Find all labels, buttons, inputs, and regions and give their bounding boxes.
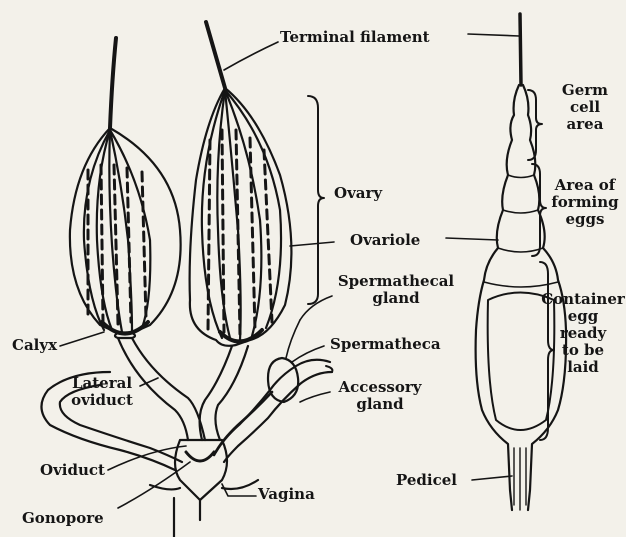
pedicel-label: Pedicel (396, 472, 457, 489)
ovariole-constriction-2 (503, 210, 538, 213)
ovariole-constriction-3 (498, 248, 543, 252)
calyx-label: Calyx (12, 337, 57, 354)
forming-eggs-label-line1: Area of (546, 177, 624, 194)
germ-cell-area-label-line3: area (546, 116, 624, 133)
terminal-filament-leader-left (224, 42, 278, 70)
germ-cell-area-label-line1: Germ (546, 82, 624, 99)
ovary-label: Ovary (334, 185, 382, 202)
container-label: Container egg ready to be laid (540, 291, 626, 376)
spermatheca-capsule (268, 358, 298, 402)
spermathecal-gland-duct (286, 320, 300, 358)
vagina-body (175, 440, 227, 500)
right-terminal-filament (206, 22, 225, 88)
right-lateral-oviduct-inner (215, 346, 248, 440)
left-ovary (70, 38, 181, 338)
forming-eggs-label: Area of forming eggs (546, 177, 624, 228)
gonopore-leader (118, 462, 190, 508)
ovariole-constriction-1 (508, 175, 534, 178)
right-accessory-gland-outer (224, 372, 332, 462)
ovariole-single-leader (446, 238, 498, 240)
container-label-line4: to be (540, 342, 626, 359)
vagina-label: Vagina (258, 486, 315, 503)
pedicel-stripes (514, 448, 526, 510)
container-label-line5: laid (540, 359, 626, 376)
right-ovary (190, 22, 292, 346)
left-terminal-filament (110, 38, 116, 128)
right-ovariole (225, 90, 261, 336)
ovariole-label: Ovariole (350, 232, 420, 249)
vertical-stem (174, 498, 200, 537)
spermatheca-label: Spermatheca (330, 336, 441, 353)
gonopore-label: Gonopore (22, 510, 104, 527)
ovariole-constriction-4 (484, 282, 558, 287)
genital-plate (150, 480, 258, 489)
vagina-leader (222, 484, 256, 496)
germ-cell-area-label-line2: cell (546, 99, 624, 116)
ovariole-outline-left (476, 85, 519, 510)
lateral-oviduct-label-line2: oviduct (60, 392, 144, 409)
accessory-gland-label: Accessory gland (332, 379, 428, 413)
container-label-line3: ready (540, 325, 626, 342)
gonopore-slit (186, 452, 214, 461)
right-accessory-gland (216, 360, 330, 452)
container-label-line2: egg (540, 308, 626, 325)
accessory-gland-leader (300, 392, 330, 402)
forming-eggs-label-line3: eggs (546, 211, 624, 228)
germ-cell-area-label: Germ cell area (546, 82, 624, 133)
ovariole-filament (520, 14, 521, 85)
accessory-gland-label-line2: gland (332, 396, 428, 413)
terminal-filament-leader-right (468, 34, 519, 36)
spermathecal-gland-label-line2: gland (332, 290, 460, 307)
spermathecal-gland-label-line1: Spermathecal (332, 273, 460, 290)
lateral-oviduct-label-line1: Lateral (60, 375, 144, 392)
container-label-line1: Container (540, 291, 626, 308)
lateral-oviduct-label: Lateral oviduct (60, 375, 144, 409)
terminal-filament-label: Terminal filament (280, 29, 430, 46)
accessory-gland-label-line1: Accessory (332, 379, 428, 396)
forming-eggs-label-line2: forming (546, 194, 624, 211)
ovary-bracket (308, 96, 324, 304)
spermathecal-gland-label: Spermathecal gland (332, 273, 460, 307)
calyx-leader (60, 332, 104, 346)
pedicel-leader (472, 476, 512, 480)
ovariole-leader (290, 242, 334, 246)
oviduct-label: Oviduct (40, 462, 105, 479)
